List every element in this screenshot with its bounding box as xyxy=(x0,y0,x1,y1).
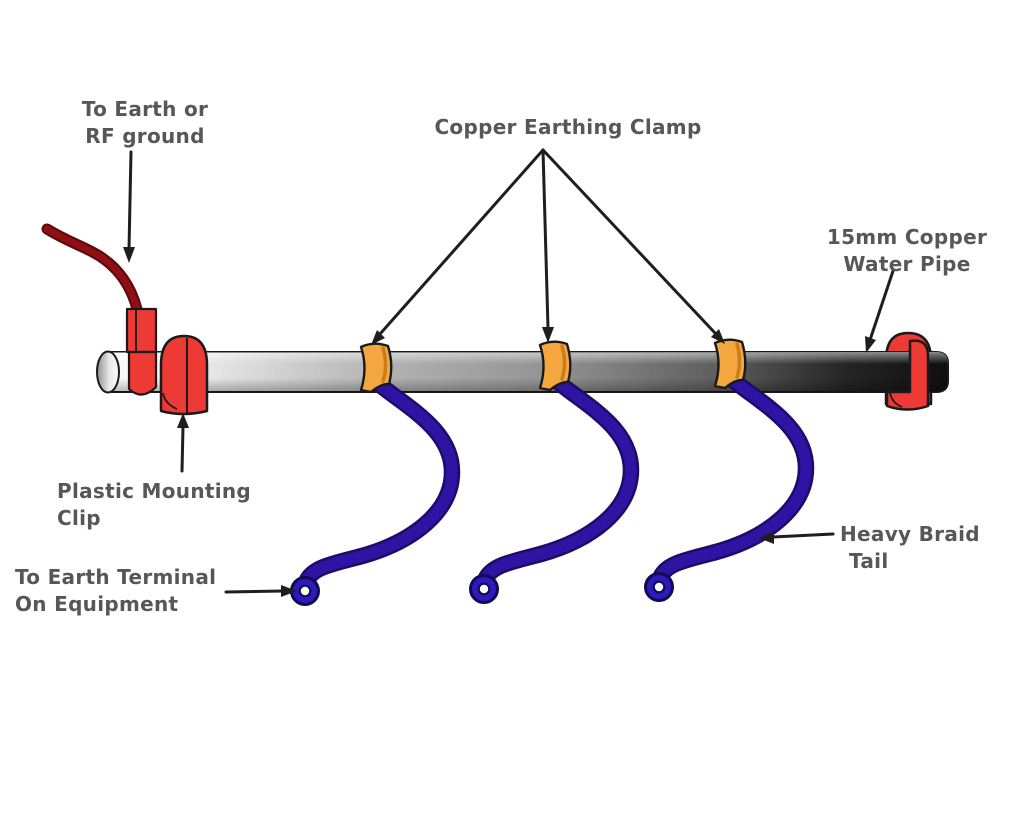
heavy-braid-tail xyxy=(655,374,812,582)
pipe-end-cap xyxy=(96,350,120,394)
label-line: 15mm Copper xyxy=(826,225,988,249)
plastic-mounting-clip-left xyxy=(159,334,209,416)
label-line: To Earth or xyxy=(81,97,209,121)
arrow-earth-ground xyxy=(123,150,135,263)
pipe-cylinder-shading xyxy=(108,352,948,392)
label-mounting-clip: Plastic Mounting Clip xyxy=(57,478,287,532)
clip-left-foot-curve xyxy=(162,392,178,410)
label-braid-tail: Heavy Braid Tail xyxy=(840,521,990,575)
arrow-clamp-1 xyxy=(371,148,545,345)
label-line: Heavy Braid xyxy=(840,522,980,546)
label-line: To Earth Terminal xyxy=(15,565,217,589)
copper-water-pipe xyxy=(96,350,949,394)
clip-right-foot-curve xyxy=(889,392,903,408)
ring-terminal-hole xyxy=(652,580,666,594)
label-line: Water Pipe xyxy=(843,252,971,276)
clip-right-front xyxy=(885,339,930,411)
annotation-arrows xyxy=(123,148,895,597)
clip-left-body xyxy=(159,334,209,416)
label-line: RF ground xyxy=(85,124,205,148)
earthing-unit-1 xyxy=(290,342,461,606)
arrow-mounting-clip xyxy=(177,413,189,473)
earth-wire xyxy=(41,223,143,315)
earth-wire-core xyxy=(43,225,141,313)
earth-clamp-band xyxy=(127,350,158,396)
label-line: Plastic Mounting xyxy=(57,479,252,503)
label-line: On Equipment xyxy=(15,592,179,616)
ring-terminal-hole xyxy=(298,584,312,598)
copper-earthing-clamp-shade xyxy=(735,342,742,379)
earthing-unit-3 xyxy=(644,338,815,602)
label-earth-ground: To Earth or RF ground xyxy=(78,96,212,150)
ring-terminal-hole xyxy=(477,582,491,596)
label-earth-terminal: To Earth Terminal On Equipment xyxy=(15,564,245,618)
earthing-unit-2 xyxy=(469,340,640,604)
arrow-clamp-2 xyxy=(541,148,554,343)
label-line: Copper Earthing Clamp xyxy=(434,115,702,139)
label-water-pipe: 15mm Copper Water Pipe xyxy=(812,224,1002,278)
plastic-mounting-clip-right xyxy=(885,339,930,411)
label-copper-clamp: Copper Earthing Clamp xyxy=(433,114,703,141)
earth-clamp-block xyxy=(125,307,158,354)
copper-earthing-clamp-shade xyxy=(381,346,388,383)
label-line: Tail xyxy=(849,549,889,573)
arrow-braid-tail xyxy=(759,531,835,544)
arrow-clamp-3 xyxy=(541,148,725,344)
arrow-earth-terminal xyxy=(224,585,297,597)
earth-wire-clamp xyxy=(125,307,158,396)
copper-earthing-clamp-shade xyxy=(560,344,567,381)
heavy-braid-tail xyxy=(301,378,458,586)
earth-wire-outline xyxy=(41,223,143,315)
heavy-braid-tail xyxy=(480,376,637,584)
arrow-water-pipe xyxy=(865,269,895,353)
label-line: Clip xyxy=(57,506,101,530)
